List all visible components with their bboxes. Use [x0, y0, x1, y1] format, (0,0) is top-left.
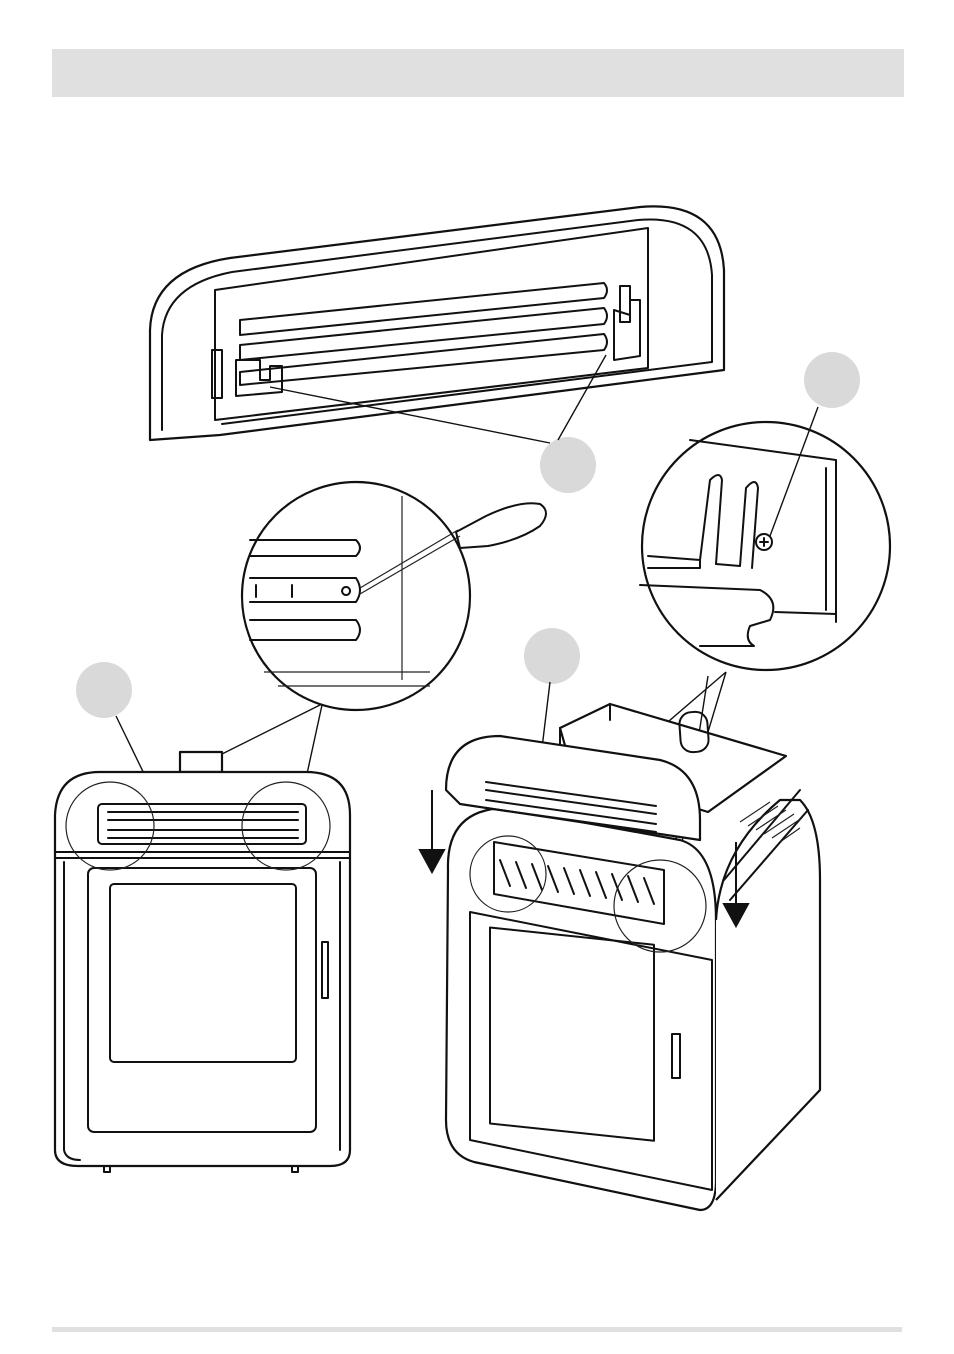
screwdriver-detail: [240, 480, 547, 712]
callout-marker-front: [76, 662, 132, 718]
footer-rule: [52, 1327, 902, 1332]
callout-marker-perspective: [524, 628, 580, 684]
stove-perspective-view: [444, 628, 822, 1212]
callout-marker-screw: [804, 352, 860, 408]
arrow-down-left: [418, 790, 446, 875]
hook-screw-detail: [639, 420, 892, 672]
callout-marker-panel: [540, 437, 596, 493]
header-band: [52, 49, 904, 97]
arrow-down-right: [722, 842, 750, 929]
top-panel-rear-view: [148, 205, 726, 442]
stove-front-view: [53, 662, 352, 1173]
